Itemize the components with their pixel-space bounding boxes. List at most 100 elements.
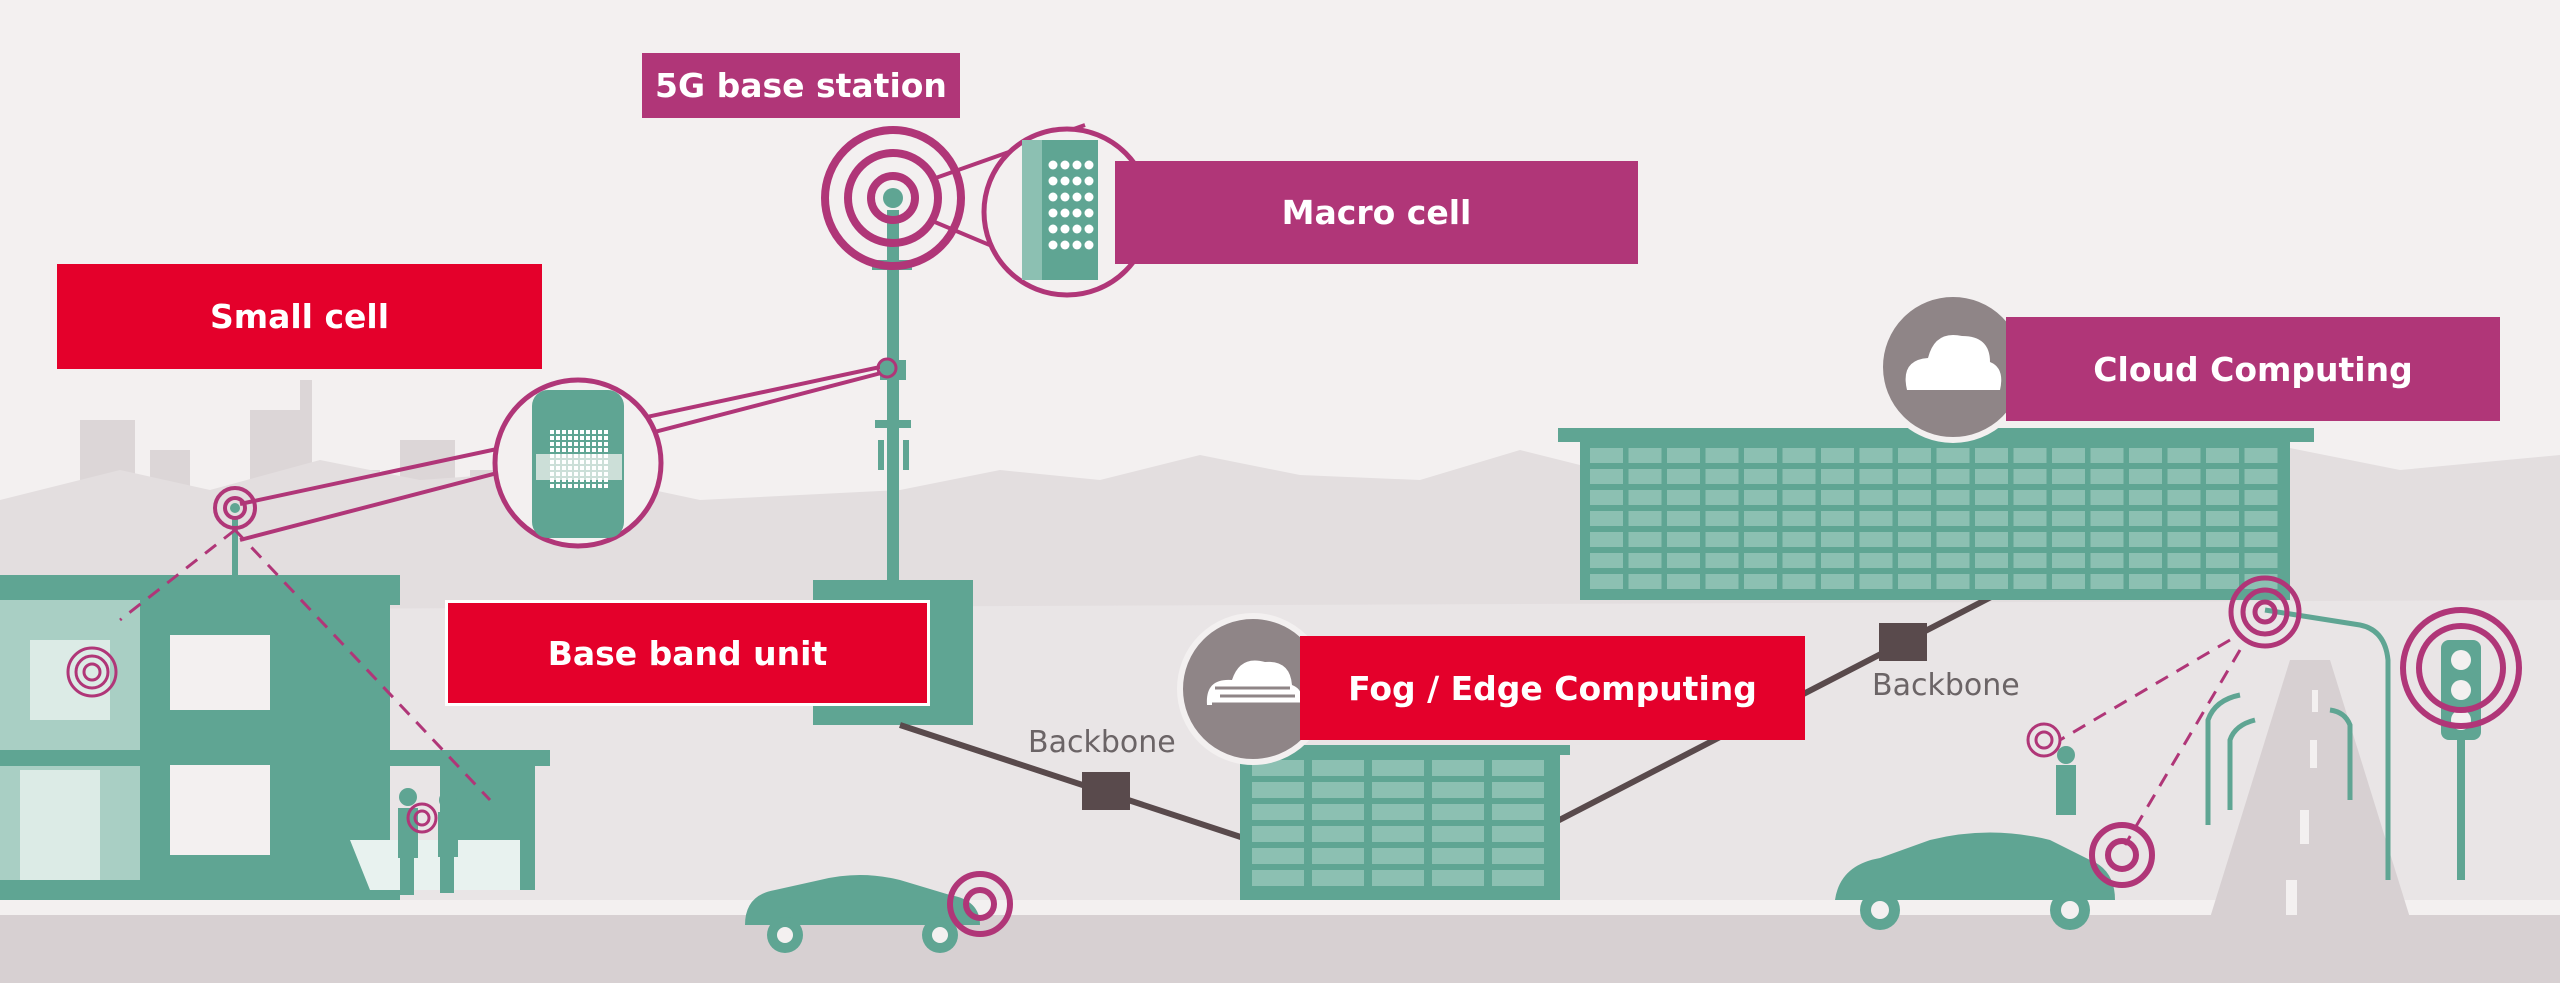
antenna-dot (568, 460, 572, 464)
antenna-dot (604, 472, 608, 476)
server-slot (2052, 511, 2085, 526)
antenna-dot (568, 430, 572, 434)
backbone-node-right (1879, 623, 1927, 661)
antenna-dot (550, 466, 554, 470)
antenna-dot (550, 448, 554, 452)
server-slot (1782, 532, 1816, 547)
fog-edge-label: Fog / Edge Computing (1300, 636, 1805, 740)
server-slot (2052, 469, 2085, 484)
server-slot (2206, 490, 2239, 505)
server-slot (1492, 760, 1544, 776)
small-cell-label: Small cell (57, 264, 542, 369)
server-slot (1492, 826, 1544, 842)
server-slot (1628, 448, 1662, 463)
server-slot (2129, 469, 2162, 484)
server-slot (2206, 469, 2239, 484)
antenna-dot (574, 454, 578, 458)
antenna-dot (592, 484, 596, 488)
server-slot (2206, 553, 2239, 568)
antenna-dot (592, 454, 596, 458)
server-slot (1936, 511, 1970, 526)
server-slot (1590, 553, 1623, 568)
server-slot (1628, 490, 1662, 505)
antenna-dot (574, 466, 578, 470)
server-slot (1782, 574, 1816, 589)
server-slot (2129, 511, 2162, 526)
signal-waves-icon (2228, 575, 2302, 649)
antenna-dot (562, 436, 566, 440)
server-slot (1744, 490, 1777, 505)
server-slot (1936, 469, 1970, 484)
antenna-dot (562, 454, 566, 458)
server-slot (1821, 574, 1854, 589)
signal-waves-icon (66, 646, 118, 698)
small-cell-coverage (119, 528, 492, 802)
server-slot (1859, 574, 1893, 589)
antenna-dot (556, 442, 560, 446)
server-slot (2013, 553, 2047, 568)
server-slot (2244, 469, 2278, 484)
server-slot (2013, 511, 2047, 526)
antenna-dot (598, 478, 602, 482)
antenna-dot (556, 478, 560, 482)
antenna-dot (556, 460, 560, 464)
antenna-dot (598, 442, 602, 446)
server-slot (1372, 760, 1424, 776)
antenna-dot (580, 448, 584, 452)
server-slot (2167, 511, 2201, 526)
antenna-dot (604, 466, 608, 470)
server-slot (1432, 760, 1484, 776)
car-icon (1835, 832, 2115, 930)
antenna-dot (562, 430, 566, 434)
server-slot (1898, 574, 1931, 589)
server-slot (2167, 553, 2201, 568)
antenna-dot (604, 436, 608, 440)
server-slot (1975, 553, 2008, 568)
fog-icon (1177, 613, 1329, 765)
antenna-dot (1048, 160, 1058, 170)
antenna-dot (604, 454, 608, 458)
server-slot (2052, 553, 2085, 568)
cloud-icon (1877, 291, 2029, 443)
server-slot (1821, 553, 1854, 568)
antenna-dot (562, 448, 566, 452)
server-slot (1821, 511, 1854, 526)
antenna-dot (580, 454, 584, 458)
server-slot (2129, 448, 2162, 463)
server-slot (2052, 490, 2085, 505)
server-slot (1590, 469, 1623, 484)
antenna-dot (604, 478, 608, 482)
antenna-dot (568, 454, 572, 458)
antenna-dot (586, 442, 590, 446)
antenna-dot (586, 466, 590, 470)
antenna-dot (556, 430, 560, 434)
server-slot (1312, 870, 1364, 886)
server-slot (1936, 553, 1970, 568)
server-slot (1432, 782, 1484, 798)
server-slot (1859, 532, 1893, 547)
antenna-dot (574, 460, 578, 464)
server-slot (1628, 469, 1662, 484)
antenna-dot (1060, 176, 1070, 186)
server-slot (1590, 574, 1623, 589)
server-slot (1432, 826, 1484, 842)
antenna-dot (562, 484, 566, 488)
backbone-label-right: Backbone (1872, 668, 2020, 703)
road (2200, 660, 2420, 950)
antenna-dot (550, 442, 554, 446)
server-slot (1744, 448, 1777, 463)
antenna-dot (574, 436, 578, 440)
antenna-dot (550, 472, 554, 476)
antenna-dot (592, 448, 596, 452)
server-slot (1859, 448, 1893, 463)
server-slot (1312, 782, 1364, 798)
server-slot (1705, 511, 1739, 526)
server-slot (1590, 490, 1623, 505)
server-slot (1975, 469, 2008, 484)
server-slot (1898, 490, 1931, 505)
server-slot (1312, 760, 1364, 776)
antenna-dot (556, 466, 560, 470)
antenna-dot (550, 454, 554, 458)
server-slot (1492, 870, 1544, 886)
